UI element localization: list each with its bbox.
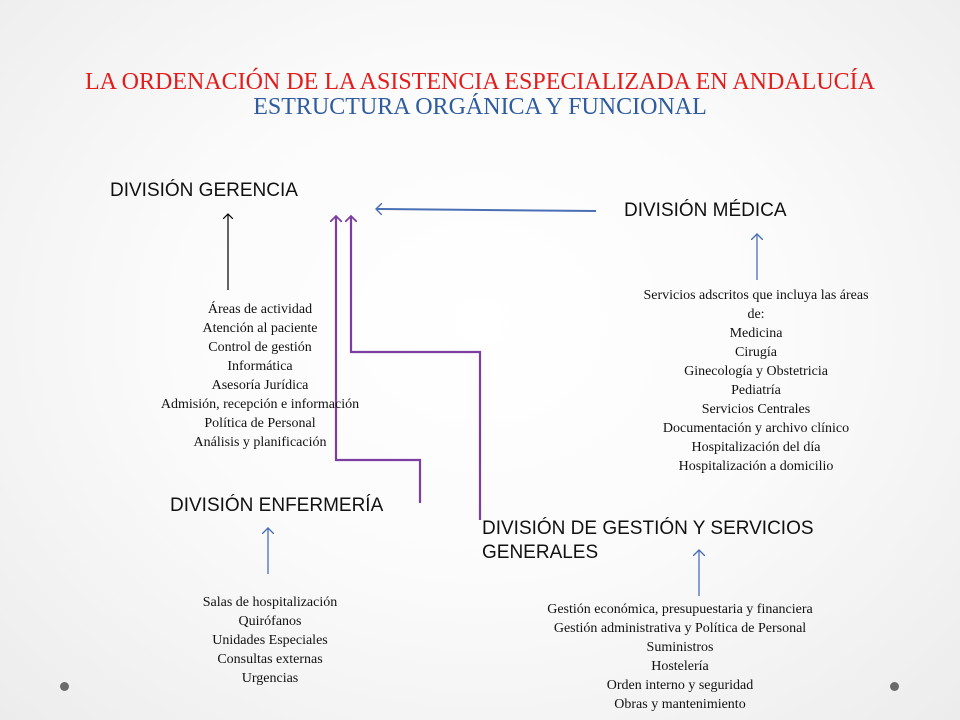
title-line-1: LA ORDENACIÓN DE LA ASISTENCIA ESPECIALI… (85, 69, 875, 95)
list-item: Gestión administrativa y Política de Per… (553, 621, 807, 636)
list-item: Urgencias (241, 671, 299, 686)
list-item: Suministros (646, 640, 714, 655)
decorative-dot-left (60, 682, 69, 691)
arrow-medica-to-gerencia (376, 209, 597, 211)
list-item: Salas de hospitalización (202, 595, 338, 610)
list-item: Pediatría (731, 383, 781, 398)
title-line-2: ESTRUCTURA ORGÁNICA Y FUNCIONAL (253, 94, 707, 120)
list-item: Hostelería (651, 659, 709, 674)
list-item: Gestión económica, presupuestaria y fina… (547, 602, 813, 617)
list-item: Quirófanos (238, 614, 302, 629)
division-medica-heading: DIVISIÓN MÉDICA (624, 200, 787, 221)
division-gestion-heading: DIVISIÓN DE GESTIÓN Y SERVICIOS GENERALE… (482, 518, 814, 563)
list-item: Atención al paciente (202, 321, 318, 336)
list-item: Consultas externas (217, 652, 323, 667)
list-item: Documentación y archivo clínico (662, 421, 850, 436)
gestion-services-list: Gestión económica, presupuestaria y fina… (510, 600, 850, 714)
list-item: Análisis y planificación (193, 435, 327, 450)
list-item: Orden interno y seguridad (606, 678, 754, 693)
list-item: Admisión, recepción e información (160, 397, 360, 412)
list-item: Áreas de actividad (207, 302, 313, 317)
gerencia-areas-list: Áreas de actividad Atención al paciente … (110, 300, 410, 452)
list-item: Medicina (729, 326, 783, 341)
division-enfermeria-heading: DIVISIÓN ENFERMERÍA (170, 495, 384, 516)
list-item: Informática (227, 359, 293, 374)
list-intro: de: (747, 307, 765, 322)
list-item: Hospitalización a domicilio (678, 459, 834, 474)
list-intro: Servicios adscritos que incluya las área… (643, 288, 869, 303)
list-item: Obras y mantenimiento (614, 697, 746, 712)
list-item: Servicios Centrales (701, 402, 811, 417)
list-item: Ginecología y Obstetricia (684, 364, 828, 379)
list-item: Unidades Especiales (212, 633, 328, 648)
list-item: Asesoría Jurídica (211, 378, 309, 393)
medica-services-list: Servicios adscritos que incluya las área… (596, 286, 916, 476)
slide-title: LA ORDENACIÓN DE LA ASISTENCIA ESPECIALI… (80, 70, 880, 120)
division-gerencia-heading: DIVISIÓN GERENCIA (110, 180, 298, 201)
list-item: Hospitalización del día (691, 440, 821, 455)
list-item: Cirugía (735, 345, 777, 360)
list-item: Control de gestión (208, 340, 312, 355)
enfermeria-units-list: Salas de hospitalización Quirófanos Unid… (140, 593, 400, 688)
decorative-dot-right (890, 682, 899, 691)
list-item: Política de Personal (204, 416, 316, 431)
